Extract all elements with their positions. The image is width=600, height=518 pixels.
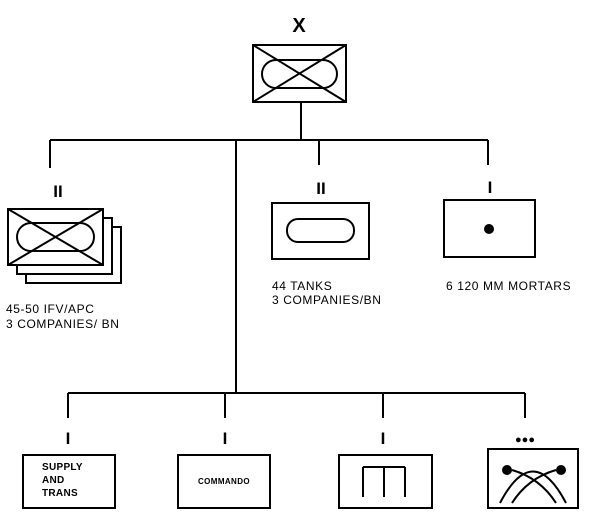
commando-box-label: COMMANDO (198, 477, 250, 486)
commando-company: I COMMANDO (177, 429, 271, 509)
infantry-echelon: II (53, 182, 62, 201)
artillery-battery: ●●● (487, 434, 579, 509)
tank-caption-line1: 44 TANKS (272, 279, 332, 293)
mortar-dot-icon (484, 224, 494, 234)
artillery-symbol (487, 448, 579, 509)
tank-echelon: II (316, 179, 325, 198)
mortar-symbol (443, 199, 536, 258)
commando-echelon: I (223, 429, 228, 448)
engineer-symbol (338, 454, 433, 509)
artillery-left-dot-icon (502, 465, 512, 475)
artillery-echelon: ●●● (515, 434, 535, 446)
commando-symbol (177, 454, 271, 509)
supply-echelon: I (66, 429, 71, 448)
supply-box-line2: AND (42, 475, 65, 486)
supply-box-line3: TRANS (42, 488, 78, 499)
supply-symbol (22, 454, 116, 509)
tank-caption-line2: 3 COMPANIES/BN (272, 293, 382, 307)
mortar-caption: 6 120 MM MORTARS (446, 279, 571, 293)
hq-echelon: X (292, 15, 306, 37)
infantry-battalion: II 45-50 IFV/APC 3 COMPANIES/ BN (6, 182, 122, 331)
supply-box-line1: SUPPLY (42, 462, 83, 473)
tank-battalion: II 44 TANKS 3 COMPANIES/BN (271, 179, 382, 307)
mortar-company: I 6 120 MM MORTARS (443, 178, 571, 293)
tank-symbol (271, 202, 370, 260)
engineer-echelon: I (381, 429, 386, 448)
infantry-symbol-stack (7, 208, 122, 284)
infantry-caption-line2: 3 COMPANIES/ BN (6, 317, 119, 331)
hq-symbol (252, 44, 347, 103)
supply-company: I SUPPLY AND TRANS (22, 429, 116, 509)
engineer-company: I (338, 429, 433, 509)
artillery-right-dot-icon (556, 465, 566, 475)
connector-lines (49, 102, 526, 418)
infantry-caption-line1: 45-50 IFV/APC (6, 302, 95, 316)
hq-unit: X (252, 15, 347, 103)
mortar-echelon: I (488, 178, 493, 197)
